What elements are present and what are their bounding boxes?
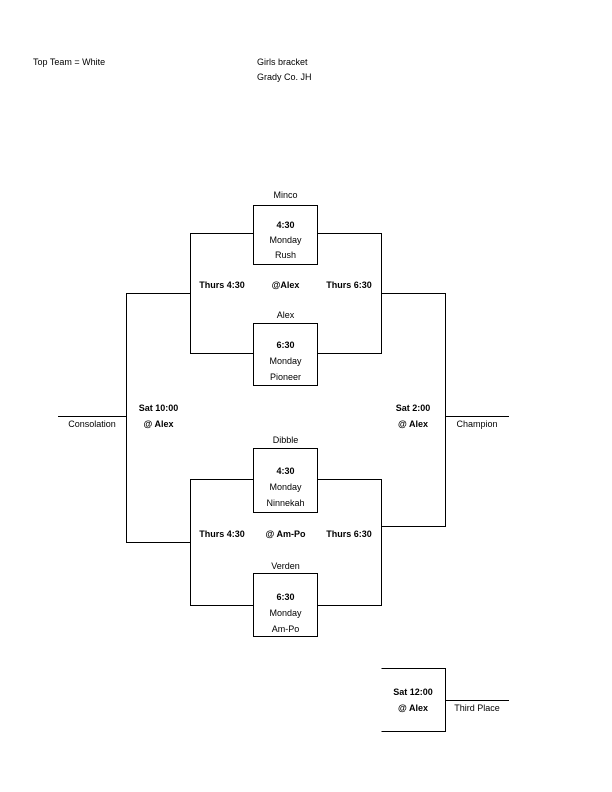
third-place-time: Sat 12:00 [393, 687, 433, 697]
consolation-label: Consolation [68, 419, 116, 429]
game2-top-team: Alex [276, 310, 295, 320]
game4-day: Monday [269, 608, 302, 618]
top-semi-left-time: Thurs 4:30 [199, 280, 245, 290]
consolation-bracket [126, 293, 191, 543]
game2-time: 6:30 [276, 340, 295, 350]
consolation-time: Sat 10:00 [138, 403, 179, 413]
game3-day: Monday [269, 482, 302, 492]
bottom-semi-site: @ Am-Po [265, 529, 306, 539]
organization-name: Grady Co. JH [257, 72, 312, 82]
team-color-legend: Top Team = White [33, 57, 106, 67]
game4-top-team: Verden [271, 561, 300, 571]
game1-day: Monday [269, 235, 302, 245]
game3-box [253, 448, 318, 513]
championship-site: @ Alex [398, 419, 428, 429]
championship-bracket [381, 293, 446, 527]
bottom-semi-right-time: Thurs 6:30 [326, 529, 372, 539]
game1-bottom-team: Rush [274, 250, 297, 260]
game3-top-team: Dibble [272, 435, 299, 445]
game4-bottom-team: Am-Po [271, 624, 300, 634]
consolation-site: @ Alex [143, 419, 174, 429]
bottom-right-bracket [317, 479, 382, 606]
third-place-site: @ Alex [398, 703, 428, 713]
top-right-bracket [317, 233, 382, 354]
game1-top-team: Minco [273, 190, 298, 200]
game3-time: 4:30 [276, 466, 295, 476]
game1-box [253, 205, 318, 265]
top-left-bracket [190, 233, 254, 354]
top-semi-right-time: Thurs 6:30 [326, 280, 372, 290]
bottom-semi-left-time: Thurs 4:30 [199, 529, 245, 539]
bottom-left-bracket [190, 479, 254, 606]
game3-bottom-team: Ninnekah [266, 498, 305, 508]
third-place-label: Third Place [454, 703, 500, 713]
top-semi-site: @Alex [271, 280, 300, 290]
game2-bottom-team: Pioneer [269, 372, 302, 382]
game4-time: 6:30 [276, 592, 295, 602]
champion-label: Champion [456, 419, 498, 429]
game2-day: Monday [269, 356, 302, 366]
third-place-bracket [381, 668, 446, 732]
game1-time: 4:30 [276, 220, 295, 230]
bracket-name: Girls bracket [257, 57, 308, 67]
game2-box [253, 323, 318, 386]
championship-time: Sat 2:00 [395, 403, 431, 413]
